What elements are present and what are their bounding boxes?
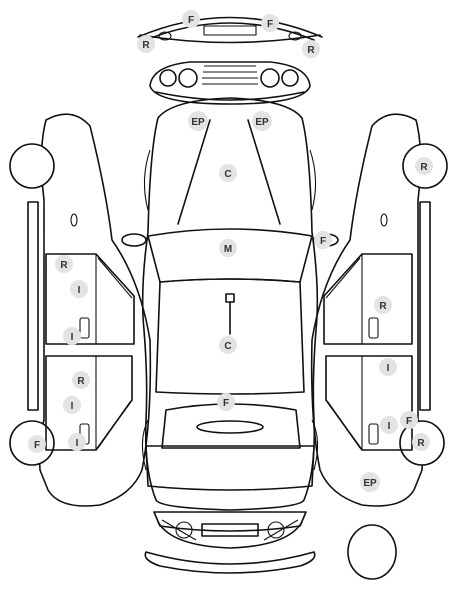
marker-left-front-door[interactable]: R — [55, 255, 73, 273]
svg-text:M: M — [224, 244, 232, 255]
marker-windshield-mirror[interactable]: F — [314, 231, 332, 249]
svg-text:F: F — [188, 15, 194, 26]
svg-text:R: R — [420, 162, 428, 173]
marker-hood-right[interactable]: EP — [252, 111, 272, 131]
marker-trunk-center[interactable]: F — [217, 393, 235, 411]
svg-text:F: F — [267, 19, 273, 30]
marker-hood-center[interactable]: C — [219, 164, 237, 182]
marker-right-rear-door-mirror[interactable]: F — [400, 411, 418, 429]
marker-left-rear-door[interactable]: R — [72, 371, 90, 389]
top-view-body — [121, 97, 339, 511]
marker-left-front-door-handle[interactable]: I — [63, 327, 81, 345]
svg-text:R: R — [60, 260, 68, 271]
spare-wheel — [347, 524, 397, 580]
marker-right-front-door[interactable]: R — [374, 296, 392, 314]
front-bumper — [137, 16, 323, 44]
marker-left-rear-door-panel[interactable]: I — [63, 396, 81, 414]
svg-text:EP: EP — [191, 117, 205, 128]
svg-text:EP: EP — [255, 117, 269, 128]
svg-text:F: F — [34, 440, 40, 451]
marker-front-corner-left[interactable]: R — [137, 35, 155, 53]
marker-right-rear-wheel[interactable]: R — [412, 433, 430, 451]
svg-text:I: I — [78, 285, 81, 296]
svg-text:R: R — [379, 301, 387, 312]
svg-text:I: I — [71, 401, 74, 412]
marker-right-rear-door-handle[interactable]: I — [380, 416, 398, 434]
marker-right-front-wheel[interactable]: R — [415, 157, 433, 175]
marker-left-rear-door-handle[interactable]: I — [68, 433, 86, 451]
svg-text:C: C — [224, 341, 231, 352]
rear-view — [144, 511, 316, 574]
svg-text:R: R — [417, 438, 425, 449]
marker-windshield-center[interactable]: M — [219, 239, 237, 257]
svg-text:I: I — [388, 421, 391, 432]
marker-hood-left[interactable]: EP — [188, 111, 208, 131]
svg-text:C: C — [224, 169, 231, 180]
marker-front-bumper-left[interactable]: F — [182, 10, 200, 28]
front-view-grille — [149, 61, 311, 105]
svg-text:F: F — [406, 416, 412, 427]
svg-text:R: R — [307, 45, 315, 56]
svg-text:EP: EP — [363, 478, 377, 489]
svg-text:F: F — [223, 398, 229, 409]
marker-left-rear-wheel[interactable]: F — [28, 435, 46, 453]
marker-front-corner-right[interactable]: R — [302, 40, 320, 58]
marker-front-bumper-right[interactable]: F — [261, 14, 279, 32]
marker-right-rear-quarter[interactable]: EP — [360, 472, 380, 492]
svg-text:I: I — [71, 332, 74, 343]
svg-text:R: R — [142, 40, 150, 51]
svg-text:I: I — [76, 438, 79, 449]
svg-text:R: R — [77, 376, 85, 387]
marker-right-rear-door-panel[interactable]: I — [379, 358, 397, 376]
marker-roof-center[interactable]: C — [219, 336, 237, 354]
svg-text:I: I — [387, 363, 390, 374]
marker-left-front-door-panel[interactable]: I — [70, 280, 88, 298]
svg-text:F: F — [320, 236, 326, 247]
